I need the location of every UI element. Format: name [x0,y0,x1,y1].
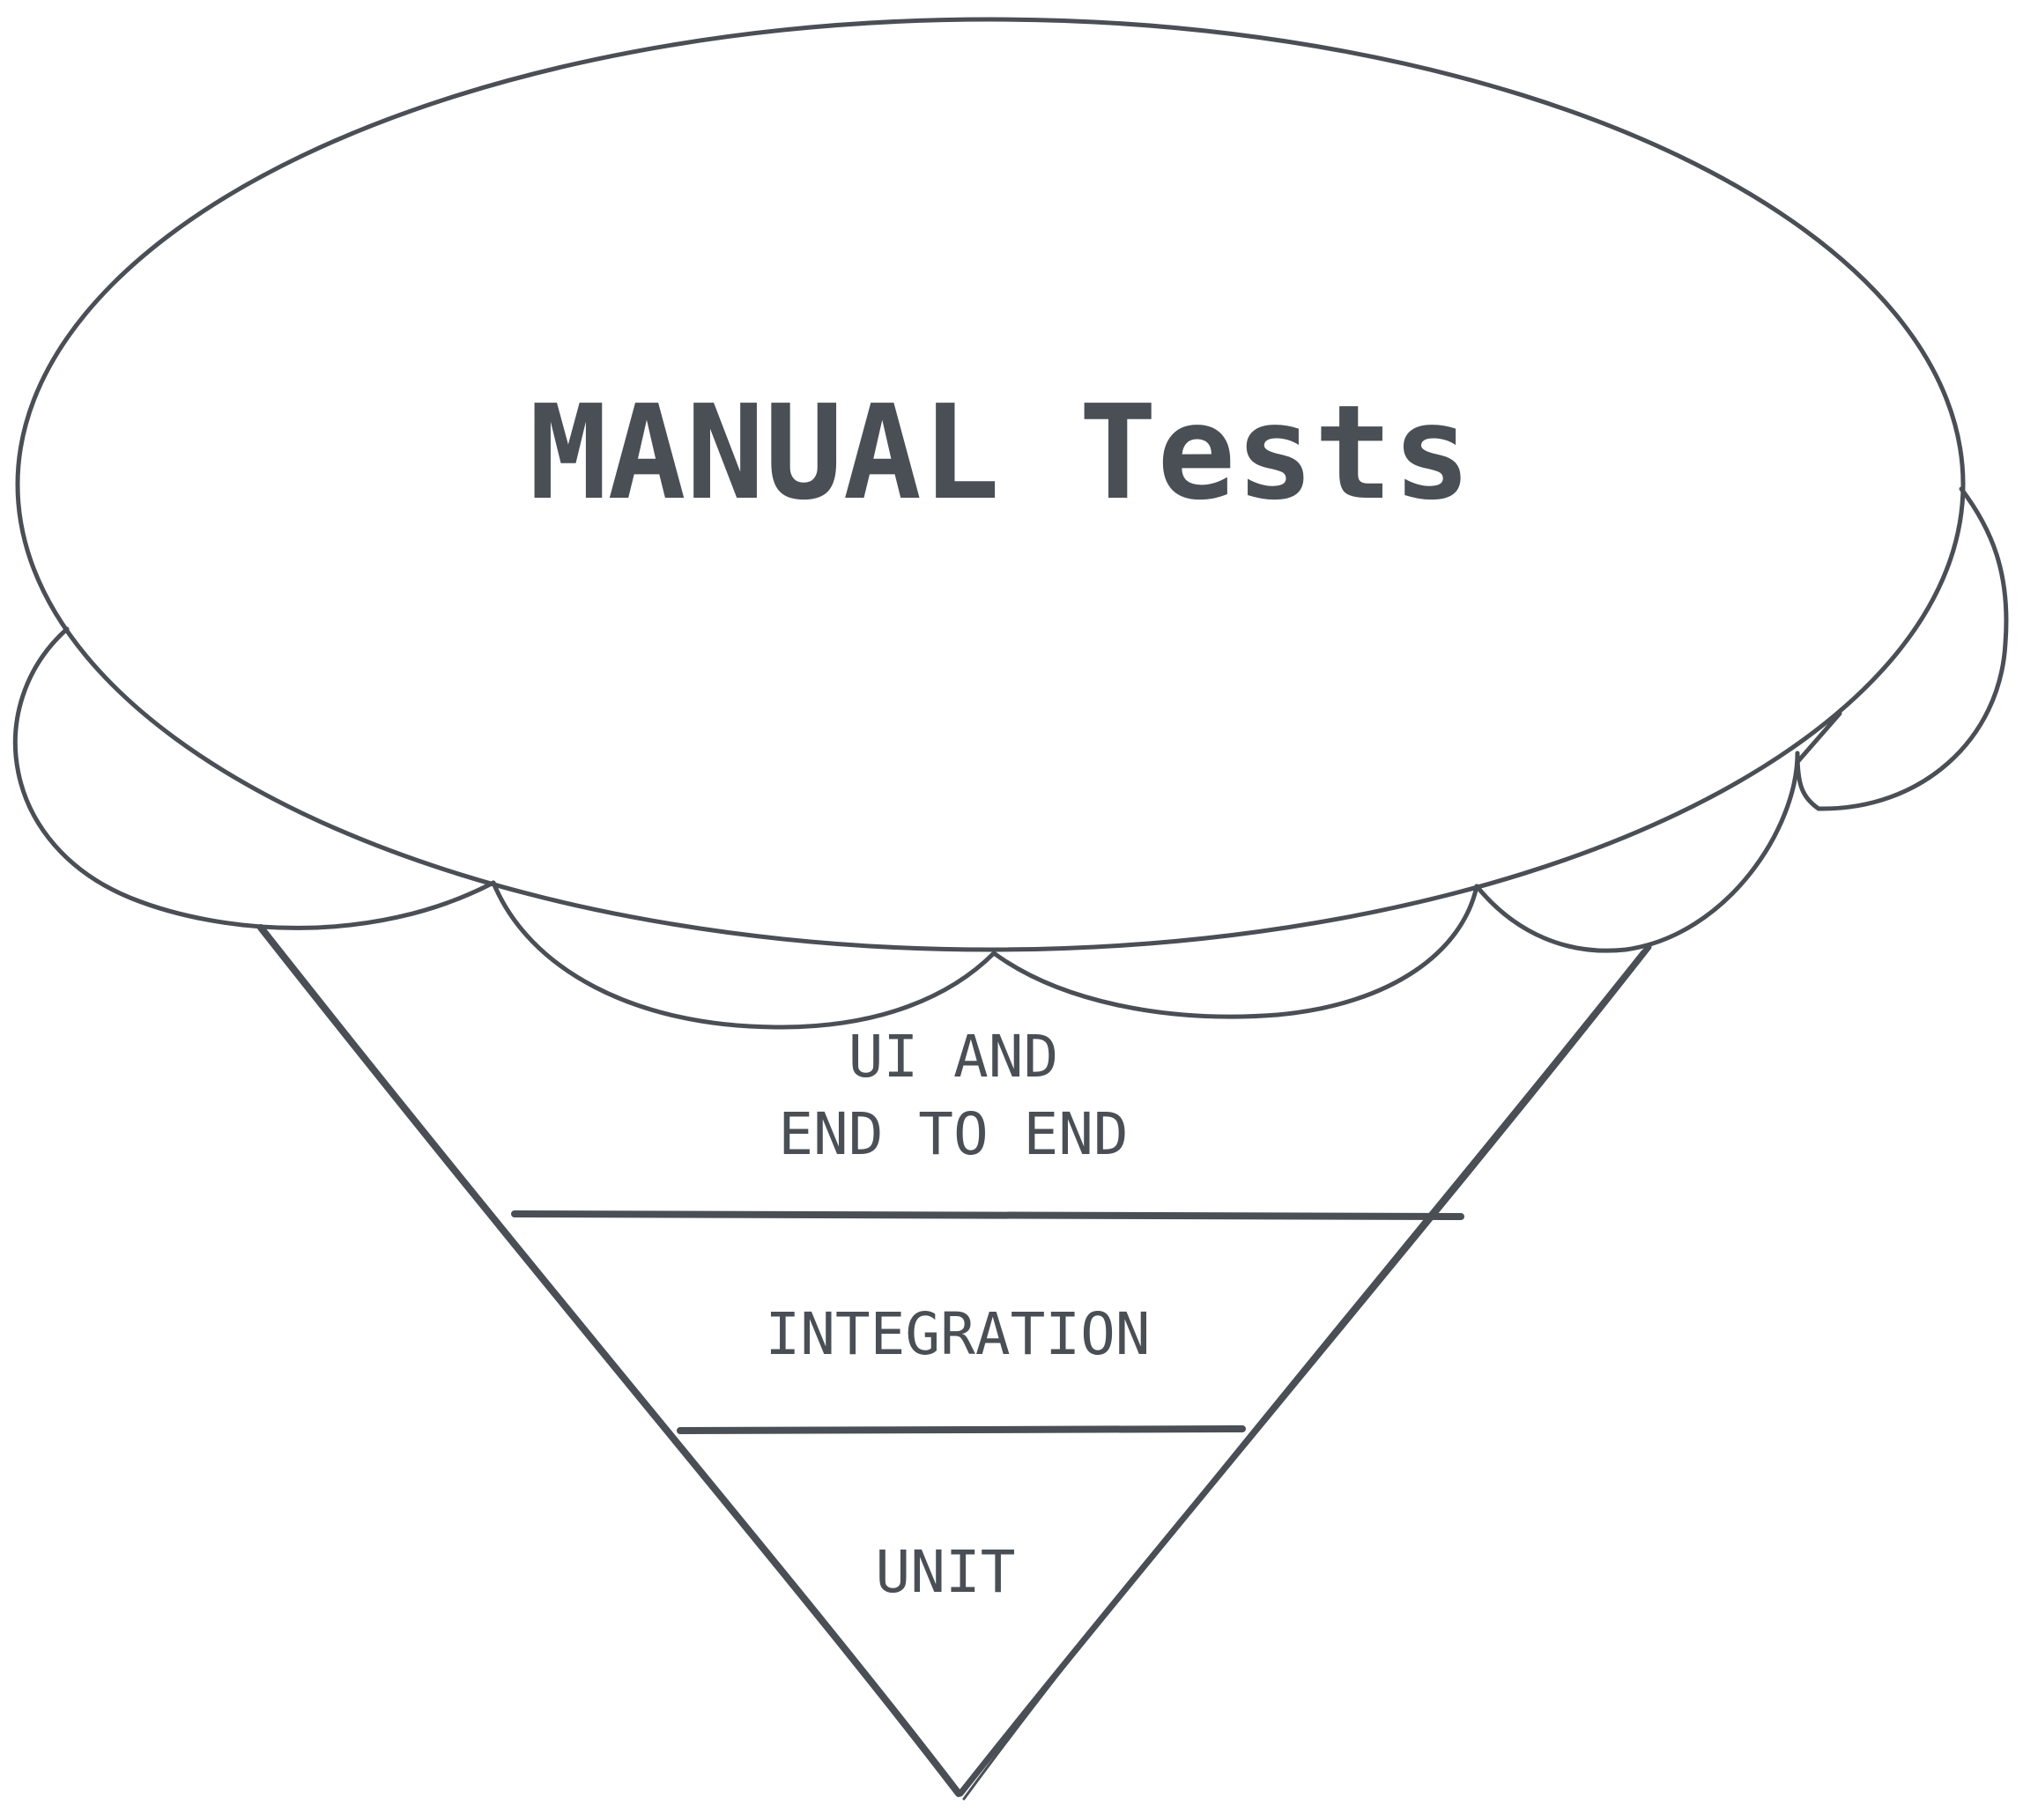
layer-label-ui-line-1: UI AND [848,1023,1058,1091]
cone-right-edge [957,943,1652,1797]
scoop-far-right [1795,486,2009,811]
scoop-far-right-join [1795,711,1842,765]
layer-label-integration: INTEGRATION [765,1300,1150,1368]
divider-ui-integration [511,1210,1464,1220]
layer-label-unit: UNIT [876,1538,1016,1606]
cone-right-edge-double [962,950,1644,1801]
layer-dividers [511,1210,1464,1434]
scoop-center-left [491,880,997,1030]
scoop-right [1474,751,1800,953]
cone [257,924,1652,1801]
manual-tests-label: MANUAL Tests [529,377,1471,529]
cone-left-edge [257,924,962,1797]
scoop-left [12,626,496,930]
divider-integration-unit [677,1425,1246,1434]
layer-label-ui-line-2: END TO END [778,1100,1128,1168]
scoops [12,486,2009,1030]
scoop-center-right [991,884,1479,1019]
manual-tests-cloud [15,17,1966,952]
layer-labels: UI AND END TO END INTEGRATION UNIT [765,1023,1150,1606]
